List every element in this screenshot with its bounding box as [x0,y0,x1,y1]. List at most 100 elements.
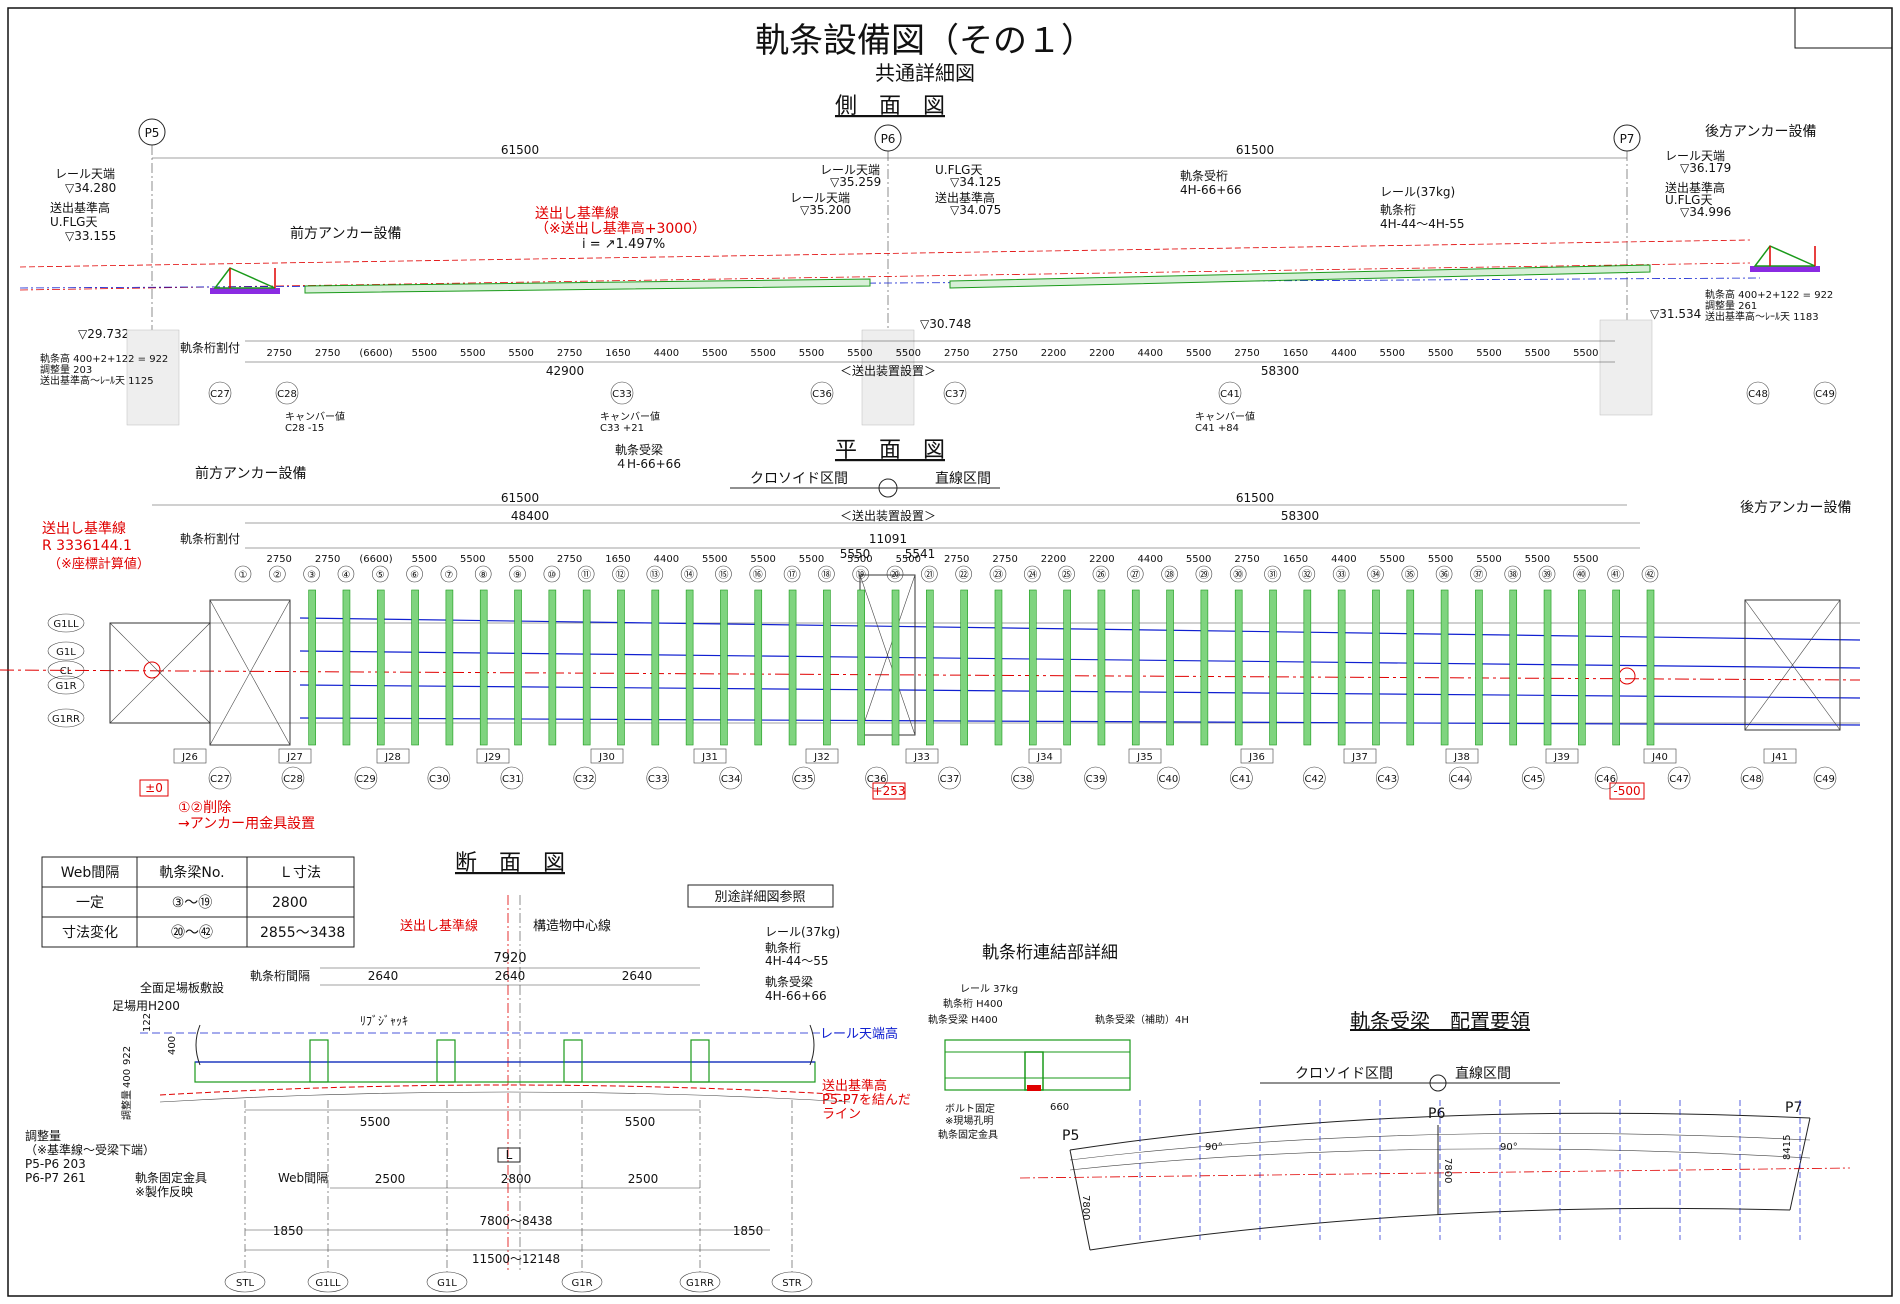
beam-number: ⑬ [650,569,660,581]
split-dim: 2750 [1234,348,1259,359]
plan-view: クロソイド区間 直線区間 前方アンカー設備 後方アンカー設備 軌条受梁 ４H-6… [0,442,1861,832]
beam-number: ㉛ [1268,569,1278,581]
rail-beam [1063,589,1071,746]
beam-number: ㉒ [959,569,969,581]
c-mark-label: C36 [867,774,887,785]
camber-label: キャンバー値 [600,410,660,423]
beam-number-circle [1641,565,1659,583]
c-mark-label: C48 [1742,774,1762,785]
split-dim: 2750 [557,348,582,359]
j-mark-label: J41 [1771,752,1788,763]
beam-number-circle [406,565,423,583]
beam-label: 軌条受梁 [765,974,813,989]
connection-fixture: 軌条固定金具 [938,1128,998,1141]
beam-number: ㉜ [1302,569,1312,581]
beam-number: ㊷ [1645,569,1655,581]
grid-tag-label: STL [236,1278,254,1289]
rail-top-label: レール天端 [790,191,850,205]
rail-beam [1166,589,1174,746]
rail-beam [1269,589,1277,746]
c-mark-label: C27 [210,774,230,785]
web-spacing-table: Web間隔 軌条梁No. Ｌ寸法 一定 ③～⑲ 2800 寸法変化 ⑳～㊷ 28… [41,856,355,948]
dim-5500: 5500 [625,1115,656,1129]
pier-column-p7 [1599,319,1653,416]
dim-2640: 2640 [622,969,653,983]
j-mark-label: J39 [1553,752,1570,763]
uflg-label: U.FLG天 [935,163,983,177]
c-mark [1667,766,1691,790]
uflg-value: ▽34.125 [950,175,1001,189]
rail-beam [1406,589,1415,746]
l-label: L [506,1148,513,1162]
beam-number-circle [1195,565,1213,583]
c-mark-label: C31 [502,774,522,785]
offset-box-500 [1609,782,1645,800]
connection-detail: レール 37kg 軌条桁 H400 軌条受梁 H400 軌条受梁（補助）4H 6… [928,984,1189,1141]
beam-number-circle [886,565,904,583]
camber-value: C41 +84 [1195,423,1239,434]
web-spacing-label: Web間隔 [278,1171,328,1185]
beam-number: ⑤ [376,570,385,581]
beam-number-circle [646,565,664,583]
j-mark-label: J40 [1651,752,1668,763]
beam-number: ⑭ [684,569,694,581]
layout-beam-lines [1139,1100,1801,1240]
total-dim-left: 42900 [546,364,584,378]
cross-section-heading: 断 面 図 [455,851,565,876]
split-dim: 5500 [799,348,824,359]
split-dim: 2200 [1089,348,1114,359]
beam-number: ㉕ [1062,569,1072,581]
beam-number-circle [577,565,595,583]
split-dim: 5500 [750,554,775,565]
c-mark-label: C28 [283,774,303,785]
dim-2640: 2640 [495,969,526,983]
split-dim: 2750 [315,348,340,359]
grid-tag [224,1271,266,1293]
split-dim: 1650 [605,554,630,565]
c-mark-label: C28 [277,389,297,400]
grid-tag [426,1271,468,1293]
beam-number-circle [1607,565,1624,583]
right-table-row: 送出基準高～ﾚｰﾙ天 1183 [1705,310,1819,323]
front-anchor-frame [210,267,280,294]
span-dim-right: 61500 [1236,491,1274,505]
right-table-row: 調整量 261 [1705,299,1757,312]
rail-top-label: レール天端 [55,167,115,181]
c-mark-label: C36 [812,389,832,400]
plan-view-heading: 平 面 図 [835,438,945,463]
j-mark-label: J34 [1036,752,1053,763]
rail-beam [376,589,385,746]
beam-number: ④ [341,570,350,581]
span-dim-right: 61500 [1236,143,1274,157]
dim-5541: 5541 [905,547,936,561]
c-mark-label: C38 [1013,774,1033,785]
split-dim: 4400 [1331,348,1356,359]
split-dim: 1650 [1283,554,1308,565]
girder-tag-label: G1R [55,681,76,692]
beam-number-circle [1538,565,1556,583]
table-cell: 2800 [272,895,308,911]
rail-beam [1475,589,1483,746]
beam-number: ㊲ [1473,569,1483,581]
c-mark [792,766,815,790]
send-base-label: 送出基準高 [935,190,995,205]
beam-number-circle [440,565,458,583]
table-header: Ｌ寸法 [279,865,321,881]
j-mark [376,748,410,764]
beam-number: ① [239,570,248,581]
beam-number: ㉔ [1027,569,1037,581]
j-mark [805,748,839,764]
split-dim: 1650 [605,348,630,359]
split-dim: 5500 [1525,554,1550,565]
beam-number-circle [371,565,389,583]
rail-top-value: ▽36.179 [1680,161,1731,175]
connection-bolt-note: ※現場孔明 [945,1114,993,1127]
send-line-label: 送出し基準線 [400,918,478,934]
rail-beam [1543,589,1552,746]
send-height-label: P5-P7を結んだ [822,1093,911,1108]
rail-beam [1372,589,1380,746]
j-mark [173,748,207,764]
c-mark [208,381,232,405]
pier-label: P6 [881,132,896,146]
